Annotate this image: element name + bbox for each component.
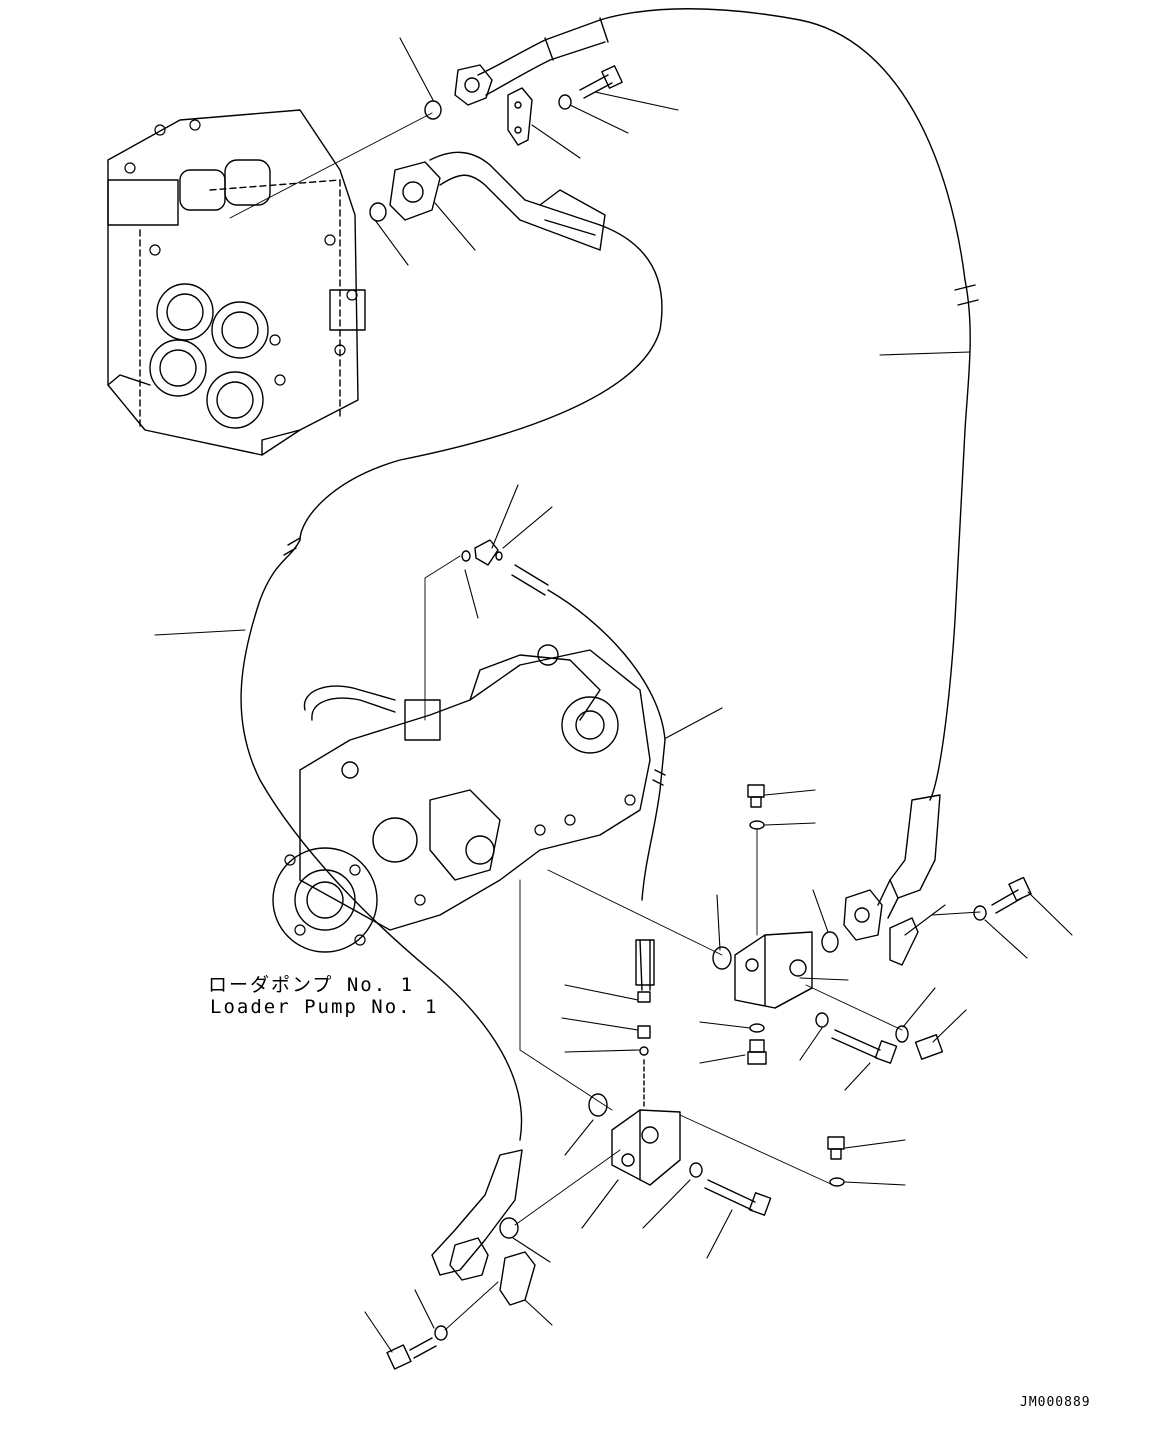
plug-middle bbox=[748, 1040, 766, 1064]
leader-lines bbox=[155, 38, 1072, 1352]
fitting-column bbox=[638, 992, 650, 1108]
o-ring-plug-lower bbox=[830, 1178, 844, 1186]
hose-right-lower bbox=[878, 795, 940, 918]
bolt-right bbox=[992, 877, 1031, 913]
half-clamp-upper bbox=[508, 88, 532, 145]
o-ring-right bbox=[896, 1026, 908, 1042]
bolt-upper bbox=[580, 66, 622, 98]
half-clamp-right bbox=[890, 918, 918, 965]
split-flange-upper-1 bbox=[455, 65, 492, 105]
washer-right bbox=[974, 906, 986, 920]
split-flange-lower bbox=[450, 1238, 488, 1280]
o-ring-valve-left bbox=[713, 947, 731, 969]
transmission-housing bbox=[108, 110, 365, 455]
assembly-guides bbox=[230, 113, 980, 1330]
o-ring-upper-1 bbox=[425, 101, 441, 119]
pilot-hose bbox=[512, 565, 665, 990]
pump-label-japanese: ローダポンプ No. 1 bbox=[208, 974, 415, 996]
o-ring-lower-flange bbox=[500, 1218, 518, 1238]
split-flange-upper-2 bbox=[390, 162, 440, 220]
washer-lower bbox=[690, 1163, 702, 1177]
hose-lower-left bbox=[432, 1150, 522, 1275]
drawing-code: JM000889 bbox=[1020, 1395, 1091, 1410]
valve-block-lower bbox=[612, 1110, 680, 1185]
split-flange-right bbox=[844, 890, 882, 940]
o-ring-lower-left bbox=[589, 1094, 607, 1116]
o-ring-plug-upper bbox=[750, 821, 764, 829]
o-ring-pilot bbox=[496, 552, 502, 560]
plug-upper bbox=[748, 785, 764, 807]
plug-lower bbox=[828, 1137, 844, 1159]
cap-screw-right bbox=[916, 1035, 943, 1059]
elbow-fitting bbox=[475, 540, 498, 565]
washer-upper bbox=[559, 95, 571, 109]
half-clamp-lower bbox=[500, 1252, 535, 1305]
bolt-valve-lower bbox=[705, 1180, 771, 1215]
washer-valve bbox=[816, 1013, 828, 1027]
pump-label-english: Loader Pump No. 1 bbox=[210, 996, 439, 1018]
loader-pump-no1 bbox=[273, 645, 650, 952]
o-ring-valve-right bbox=[822, 932, 838, 952]
o-ring-elbow bbox=[462, 551, 470, 561]
washer-lower-left bbox=[435, 1326, 447, 1340]
o-ring-upper-2 bbox=[370, 203, 386, 221]
upper-hose-assembly bbox=[241, 9, 978, 1140]
bolt-lower-left bbox=[387, 1338, 436, 1369]
o-ring-middle bbox=[750, 1024, 764, 1032]
bolt-valve bbox=[832, 1030, 897, 1063]
valve-block-upper bbox=[735, 932, 812, 1008]
